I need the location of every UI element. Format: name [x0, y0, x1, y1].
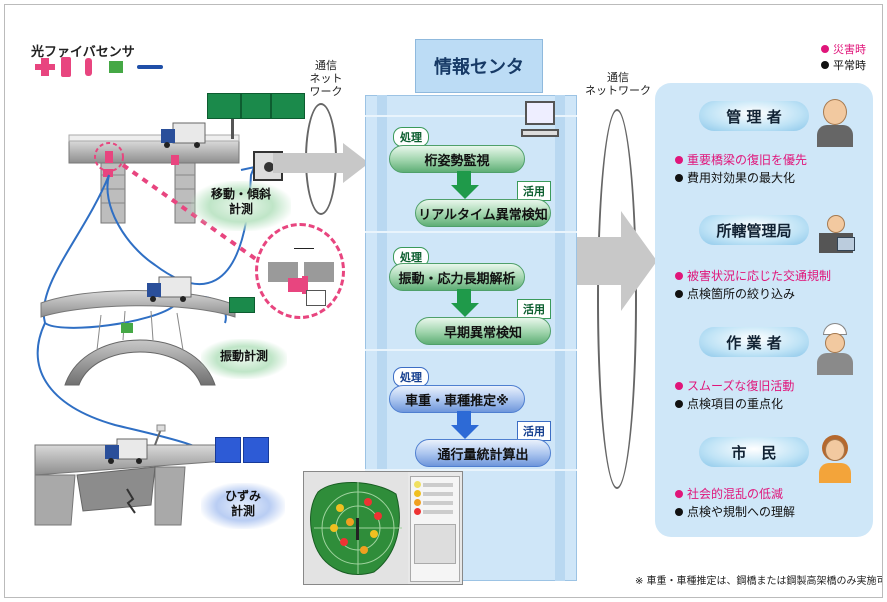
flow-arrow-blue — [451, 411, 479, 439]
bridge-illustration — [34, 122, 269, 526]
sensor-legend-title: 光ファイバセンサ — [31, 45, 135, 60]
citizen-avatar — [815, 433, 855, 483]
strain-sign-1 — [215, 437, 241, 463]
legend-normal-label: 平常時 — [833, 59, 866, 72]
legend-disaster-label: 災害時 — [833, 43, 866, 56]
process-tag: 処理 — [393, 127, 429, 147]
road-sign-3 — [271, 93, 305, 119]
role-citizen-disaster: 社会的混乱の低減 — [675, 485, 783, 502]
legend-disaster: 災害時 — [821, 41, 866, 57]
map-legend-row — [414, 489, 456, 498]
role-citizen-title: 市 民 — [699, 437, 809, 467]
map-legend-row — [414, 480, 456, 489]
bullet-normal — [675, 508, 683, 516]
process-box-vehicle-estimation: 車重・車種推定※ — [389, 385, 525, 413]
bearing-zoom-circle — [255, 223, 345, 319]
role-citizen-normal-text: 点検や規制への理解 — [687, 505, 796, 519]
building-pillar-right — [555, 95, 565, 581]
computer-icon — [525, 101, 555, 125]
role-manager-title: 管 理 者 — [699, 101, 809, 131]
process-box-vibration-analysis: 振動・応力長期解析 — [389, 263, 525, 291]
role-bureau-normal: 点検箇所の絞り込み — [675, 285, 795, 302]
use-tag: 活用 — [517, 421, 551, 441]
bureau-avatar — [815, 211, 857, 259]
sensor-chip-blue-line — [137, 65, 163, 69]
building-floor-line — [365, 231, 577, 233]
information-center-title: 情報センタ — [415, 39, 543, 93]
role-worker-disaster: スムーズな復旧活動 — [675, 377, 794, 394]
bullet-disaster — [675, 272, 683, 280]
building-pillar-left — [377, 95, 387, 581]
bullet-disaster — [675, 382, 683, 390]
road-sign-2 — [241, 93, 271, 119]
building-floor-line — [365, 349, 577, 351]
flow-arrow-green — [451, 289, 479, 317]
flow-arrow-green — [451, 171, 479, 199]
role-worker-disaster-text: スムーズな復旧活動 — [687, 379, 795, 393]
use-box-traffic-statistics: 通行量統計算出 — [415, 439, 551, 467]
computer-base — [521, 129, 559, 137]
use-tag: 活用 — [517, 181, 551, 201]
sensor-chip-box — [41, 58, 49, 76]
bullet-normal — [675, 290, 683, 298]
process-tag: 処理 — [393, 247, 429, 267]
bullet-normal — [675, 400, 683, 408]
role-worker-normal-text: 点検項目の重点化 — [687, 397, 784, 411]
monitoring-map — [303, 471, 463, 585]
use-box-early-detection: 早期異常検知 — [415, 317, 551, 345]
map-legend-block — [414, 524, 456, 564]
vibration-measurement-label: 振動計測 — [201, 339, 287, 379]
sensor-chip-pink-block — [61, 57, 71, 77]
displacement-measurement-label: 移動・傾斜 計測 — [191, 181, 291, 231]
role-bureau-disaster: 被害状況に応じた交通規制 — [675, 267, 831, 284]
role-citizen-normal: 点検や規制への理解 — [675, 503, 795, 520]
role-worker-title: 作 業 者 — [699, 327, 809, 357]
role-manager-normal-text: 費用対効果の最大化 — [687, 171, 796, 185]
legend-dot-disaster — [821, 45, 829, 53]
role-manager-disaster: 重要橋梁の復旧を優先 — [675, 151, 807, 168]
building-floor-line — [365, 469, 577, 471]
building-floor-line — [365, 115, 577, 117]
diagram-frame: 光ファイバセンサ — [4, 4, 883, 598]
role-worker-normal: 点検項目の重点化 — [675, 395, 783, 412]
sensor-chip-green — [109, 61, 123, 73]
strain-measurement-label: ひずみ 計測 — [201, 483, 285, 529]
sign-post — [231, 119, 234, 139]
network-label-left: 通信 ネット ワーク — [309, 59, 343, 98]
bullet-disaster — [675, 156, 683, 164]
role-manager-disaster-text: 重要橋梁の復旧を優先 — [687, 153, 808, 167]
arrow-to-center — [273, 143, 369, 183]
role-bureau-disaster-text: 被害状況に応じた交通規制 — [687, 269, 832, 283]
map-drawing — [304, 472, 408, 584]
map-legend-row — [414, 507, 456, 516]
role-manager-normal: 費用対効果の最大化 — [675, 169, 795, 186]
worker-avatar — [815, 323, 855, 375]
network-label-right: 通信 ネットワーク — [585, 71, 651, 97]
bullet-normal — [675, 174, 683, 182]
use-tag: 活用 — [517, 299, 551, 319]
footnote: ※ 車重・車種推定は、鋼橋または鋼製高架橋のみ実施可 — [635, 576, 883, 587]
process-tag: 処理 — [393, 367, 429, 387]
bullet-disaster — [675, 490, 683, 498]
use-box-realtime-detection: リアルタイム異常検知 — [415, 199, 551, 227]
process-box-girder-monitoring: 桁姿勢監視 — [389, 145, 525, 173]
role-citizen-disaster-text: 社会的混乱の低減 — [687, 487, 784, 501]
map-legend-row — [414, 498, 456, 507]
role-bureau-title: 所轄管理局 — [699, 215, 809, 245]
road-sign-1 — [207, 93, 241, 119]
sensor-chip-pink-small — [85, 58, 92, 76]
network-ring-right — [597, 109, 637, 489]
role-bureau-normal-text: 点検箇所の絞り込み — [687, 287, 796, 301]
manager-avatar — [815, 97, 855, 147]
arrow-to-users — [577, 211, 657, 311]
vibration-sign — [229, 297, 255, 313]
legend-normal: 平常時 — [821, 57, 866, 73]
map-legend-panel — [410, 476, 460, 582]
legend-dot-normal — [821, 61, 829, 69]
strain-sign-2 — [243, 437, 269, 463]
